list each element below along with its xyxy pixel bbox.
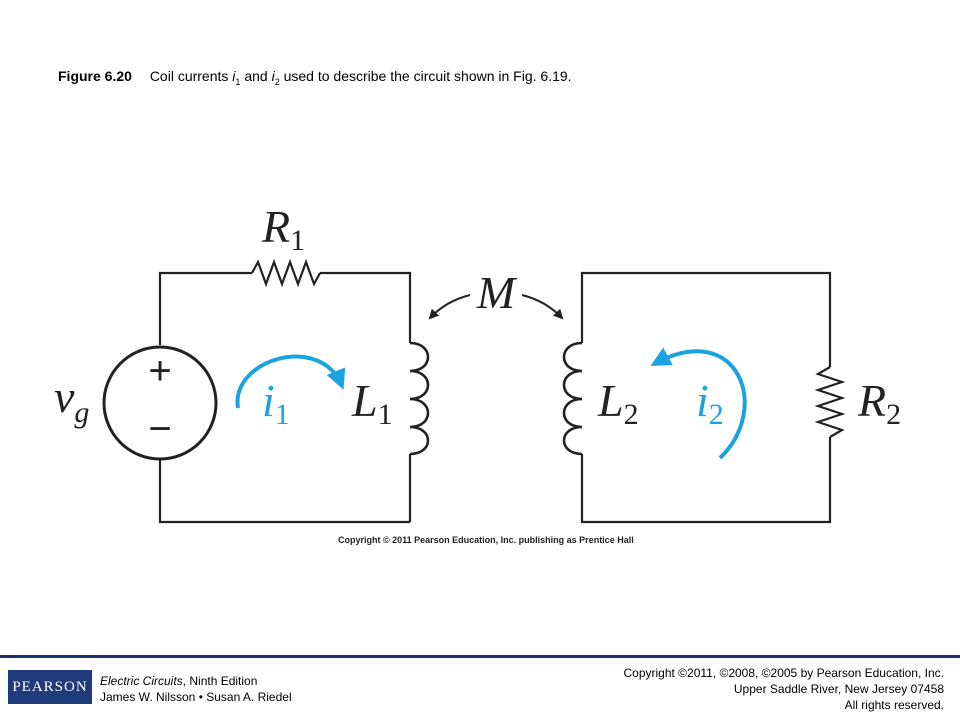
caption-sub-1: 1 <box>235 76 241 87</box>
r1-symbol: R <box>261 201 290 252</box>
i1-current-arrow <box>235 354 346 409</box>
book-info: Electric Circuits, Ninth Edition James W… <box>100 673 292 705</box>
l2-subscript: 2 <box>624 398 639 431</box>
copyright-line-2: Upper Saddle River, New Jersey 07458 <box>733 682 944 696</box>
l1-inductor <box>409 341 430 456</box>
r1-resistor <box>251 258 321 288</box>
book-edition: , Ninth Edition <box>182 674 258 688</box>
book-title: Electric Circuits <box>100 674 183 688</box>
r2-symbol: R <box>857 375 886 426</box>
r1-label: R1 <box>261 201 305 257</box>
source-symbol: v <box>54 371 75 422</box>
mutual-label: M <box>476 267 518 318</box>
caption-sub-2: 2 <box>274 76 280 87</box>
caption-text-after: used to describe the circuit shown in Fi… <box>283 68 572 84</box>
mutual-arrow-left <box>428 294 471 320</box>
i2-label: i2 <box>696 375 724 431</box>
source-subscript: g <box>74 396 89 429</box>
figure-copyright: Copyright © 2011 Pearson Education, Inc.… <box>338 535 634 545</box>
i1-symbol: i <box>262 375 275 426</box>
copyright-line-1: Copyright ©2011, ©2008, ©2005 by Pearson… <box>623 666 944 680</box>
mutual-symbol: M <box>476 267 518 318</box>
l2-label: L2 <box>597 375 639 431</box>
publisher-copyright: Copyright ©2011, ©2008, ©2005 by Pearson… <box>623 665 944 713</box>
r2-subscript: 2 <box>886 398 901 431</box>
l2-inductor <box>562 341 583 456</box>
i2-subscript: 2 <box>709 398 724 431</box>
l1-subscript: 1 <box>378 398 393 431</box>
book-authors: James W. Nilsson • Susan A. Riedel <box>100 690 292 704</box>
book-title-line: Electric Circuits, Ninth Edition <box>100 673 292 689</box>
mutual-arrow-right <box>521 294 564 320</box>
i1-label: i1 <box>262 375 290 431</box>
i1-subscript: 1 <box>275 398 290 431</box>
l1-label: L1 <box>351 375 393 431</box>
footer-divider <box>0 655 960 658</box>
l2-symbol: L <box>597 375 624 426</box>
pearson-logo: PEARSON <box>8 670 92 704</box>
figure-label: Figure 6.20 <box>58 68 132 84</box>
i2-symbol: i <box>696 375 709 426</box>
r1-subscript: 1 <box>290 224 305 257</box>
caption-text-before: Coil currents <box>149 68 229 84</box>
l1-symbol: L <box>351 375 378 426</box>
copyright-line-3: All rights reserved. <box>844 698 944 712</box>
circuit-diagram: + − R1 vg i1 L1 M L2 i2 R2 <box>54 201 901 524</box>
caption-var-i2: i <box>271 68 275 84</box>
source-minus: − <box>148 407 171 451</box>
left-loop-wires <box>158 271 412 524</box>
source-label: vg <box>54 371 89 429</box>
r2-resistor <box>814 366 846 438</box>
r2-label: R2 <box>857 375 901 431</box>
caption-connector: and <box>244 68 268 84</box>
source-plus: + <box>148 349 171 393</box>
voltage-source <box>102 345 218 461</box>
caption-var-i1: i <box>232 68 236 84</box>
right-loop-wires <box>580 271 832 524</box>
i2-current-arrow <box>650 347 747 460</box>
figure-caption: Figure 6.20 Coil currents i1 and i2 used… <box>58 68 572 87</box>
